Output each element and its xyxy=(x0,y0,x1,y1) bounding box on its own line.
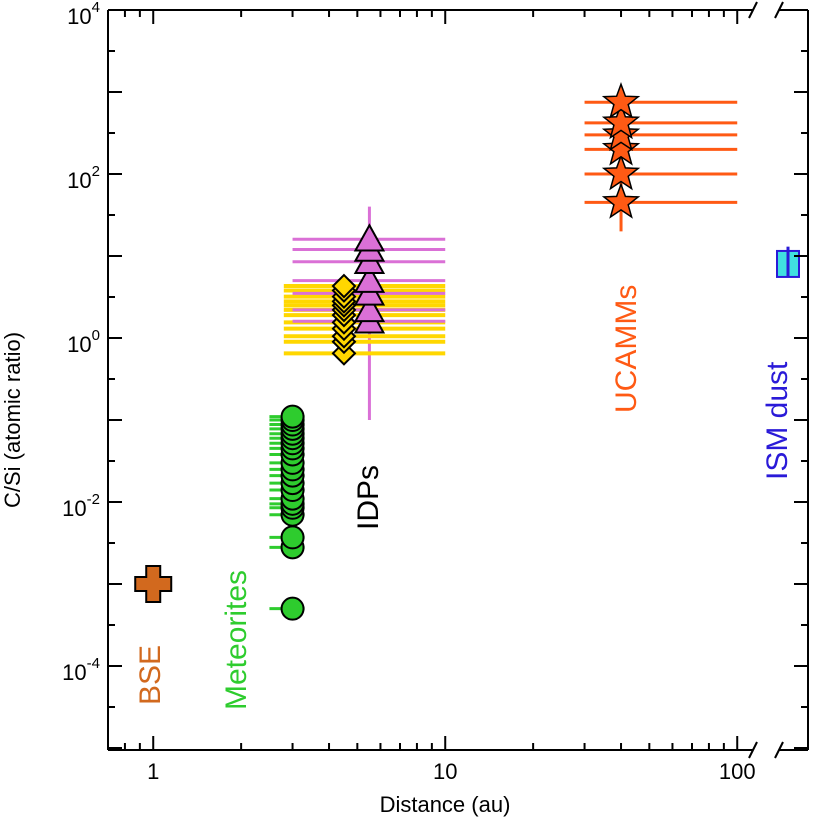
label-idps: IDPs xyxy=(352,465,385,530)
ucamm-point xyxy=(601,153,641,191)
meteorite-point xyxy=(280,404,305,429)
label-meteorites: Meteorites xyxy=(220,570,253,710)
label-ucamms: UCAMMs xyxy=(610,285,643,413)
y-tick-label: 102 xyxy=(67,163,100,193)
x-tick-label: 1 xyxy=(147,759,159,784)
label-ism-dust: ISM dust xyxy=(761,361,794,480)
label-bse: BSE xyxy=(134,645,167,705)
x-tick-label: 100 xyxy=(719,759,756,784)
y-tick-base: 10 xyxy=(67,168,91,193)
bse-point xyxy=(134,565,173,603)
idp-triangle-point xyxy=(353,293,386,323)
y-tick-label: 10-4 xyxy=(62,655,100,685)
y-tick-base: 10 xyxy=(67,332,91,357)
y-tick-base: 10 xyxy=(62,496,86,521)
y-tick-exponent: 0 xyxy=(92,327,100,344)
ucamm-point xyxy=(601,114,641,152)
idp-triangle-point xyxy=(353,223,386,252)
meteorite-point xyxy=(280,525,305,550)
idp-triangle-point xyxy=(353,264,386,293)
y-axis-title: C/Si (atomic ratio) xyxy=(0,332,25,508)
axis-break-mark xyxy=(774,1,784,19)
axis-break-mark xyxy=(774,741,784,759)
y-tick-label: 104 xyxy=(67,0,100,29)
data-layer xyxy=(134,82,800,621)
x-tick-label: 10 xyxy=(433,759,457,784)
y-tick-exponent: -4 xyxy=(87,655,100,672)
axis-break-mark xyxy=(748,1,758,19)
idp-diamond-point xyxy=(331,273,357,299)
x-axis-title: Distance (au) xyxy=(380,792,511,817)
y-tick-label: 10-2 xyxy=(62,491,100,521)
ucamm-point xyxy=(601,182,641,219)
y-tick-base: 10 xyxy=(67,4,91,29)
ucamm-point xyxy=(601,102,641,140)
y-tick-exponent: -2 xyxy=(87,491,100,508)
y-tick-exponent: 2 xyxy=(92,163,100,180)
y-tick-exponent: 4 xyxy=(92,0,100,16)
y-tick-label: 100 xyxy=(67,327,100,357)
ucamm-point xyxy=(601,129,641,166)
meteorite-point xyxy=(280,596,305,621)
y-tick-base: 10 xyxy=(62,660,86,685)
axis-break-mark xyxy=(748,741,758,759)
ucamm-point xyxy=(601,82,641,119)
